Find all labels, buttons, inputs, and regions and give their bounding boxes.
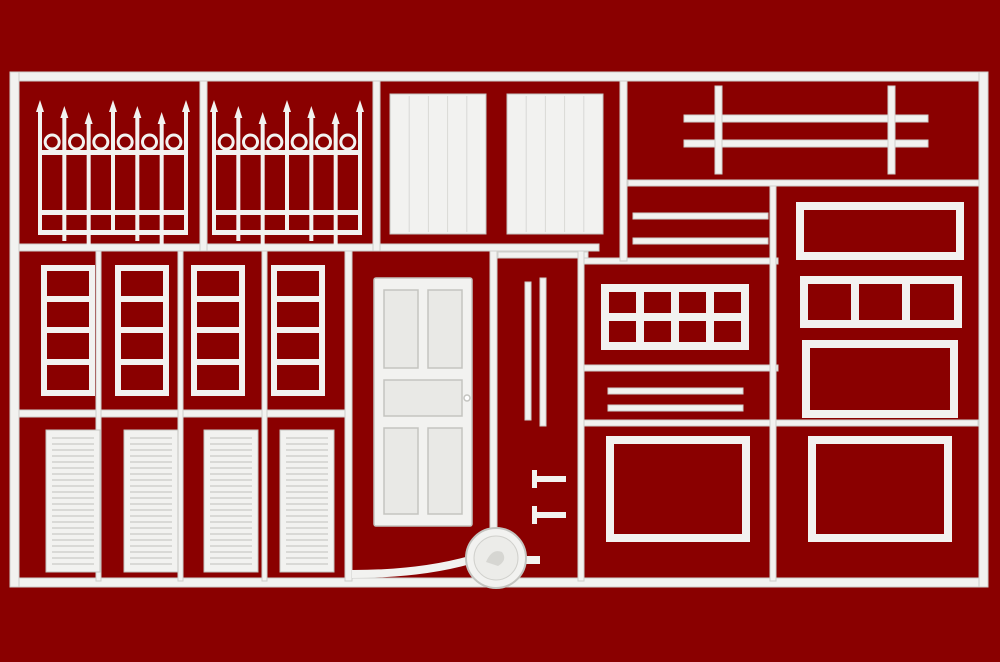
window-frame-2 — [115, 265, 169, 396]
louvered-shutter-4 — [279, 429, 335, 573]
sprue-hub — [351, 527, 540, 589]
sprue-frame — [9, 71, 989, 588]
clip-parts — [532, 470, 566, 524]
window-frame-1 — [41, 265, 95, 396]
fence-2 — [210, 100, 364, 247]
louvered-shutter-1 — [45, 429, 101, 573]
plank-shutter-1 — [389, 93, 487, 235]
window-frame-4 — [271, 265, 325, 396]
window-frame-3 — [191, 265, 245, 396]
window-frame-parts — [41, 265, 325, 396]
fence-parts — [36, 100, 364, 247]
right-window-frames — [601, 202, 964, 542]
louvered-shutter-3 — [203, 429, 259, 573]
brand-logo-icon — [486, 551, 505, 566]
shutter-parts — [389, 93, 604, 235]
fence-1 — [36, 100, 190, 247]
door-part — [373, 277, 473, 527]
plank-shutter-2 — [506, 93, 604, 235]
rail-parts — [524, 85, 929, 427]
louvered-shutter-parts — [45, 429, 335, 573]
louvered-shutter-2 — [123, 429, 179, 573]
